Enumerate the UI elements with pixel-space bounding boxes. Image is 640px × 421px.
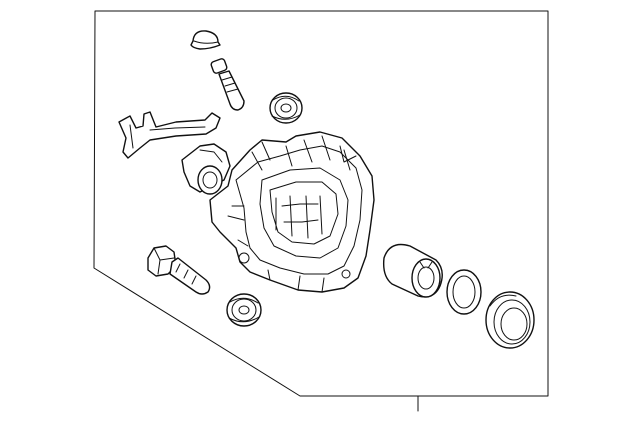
- guide-pin-boot-lower[interactable]: [226, 293, 262, 327]
- bleeder-screw[interactable]: [210, 58, 245, 111]
- caliper-piston[interactable]: [382, 243, 443, 298]
- dust-cap[interactable]: [190, 30, 221, 50]
- piston-dust-boot[interactable]: [485, 291, 535, 349]
- guide-bolt[interactable]: [147, 245, 211, 295]
- brake-hose-bracket[interactable]: [118, 111, 231, 195]
- caliper-housing[interactable]: [209, 131, 375, 293]
- guide-pin-boot-upper[interactable]: [269, 92, 303, 124]
- piston-seal[interactable]: [446, 269, 482, 315]
- assembly-frame: [93, 10, 549, 412]
